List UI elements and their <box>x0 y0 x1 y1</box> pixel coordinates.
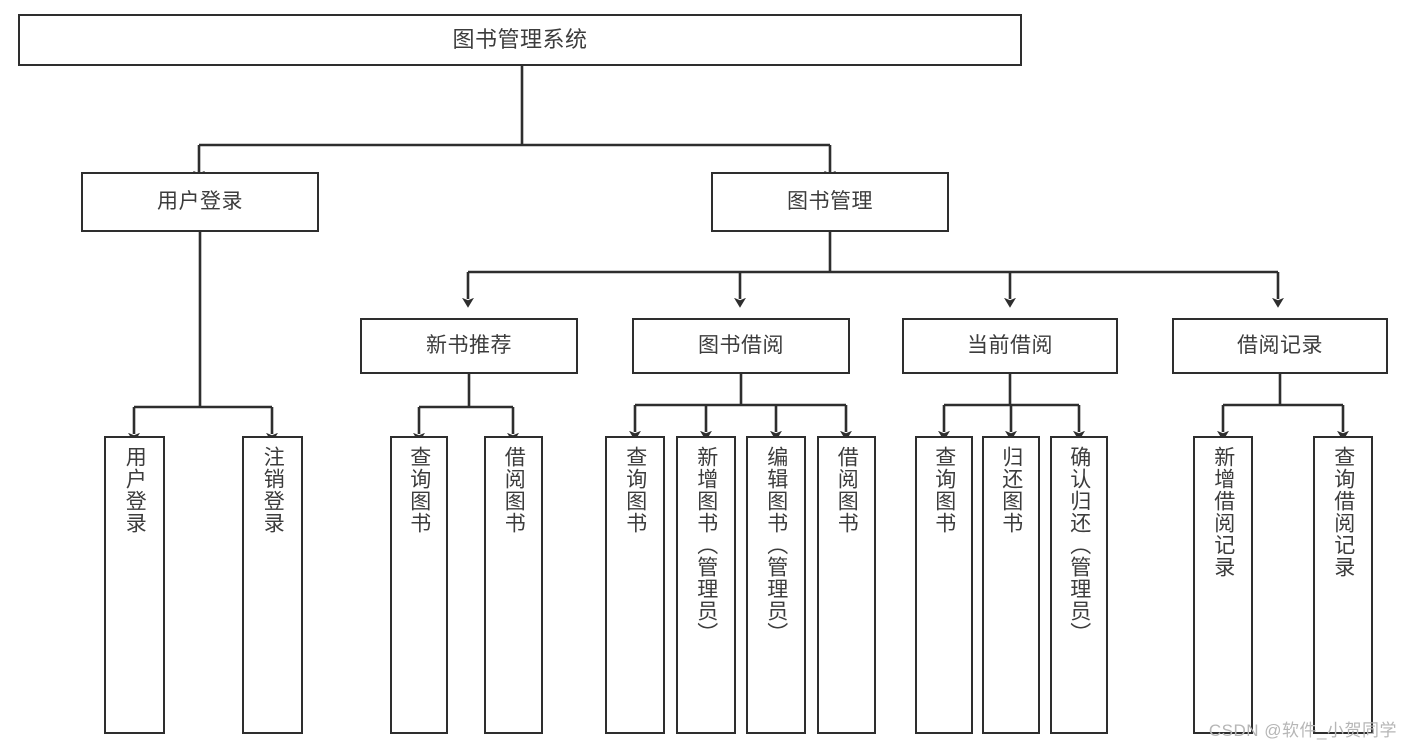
leaf-records-add-label: 新增借阅记录 <box>1211 446 1235 578</box>
leaf-user-login[interactable]: 用户登录 <box>104 436 165 734</box>
leaf-records-add[interactable]: 新增借阅记录 <box>1193 436 1253 734</box>
leaf-current-confirm-return[interactable]: 确认归还（管理员） <box>1050 436 1108 734</box>
node-book-management-label: 图书管理 <box>787 189 873 213</box>
leaf-borrow-edit-book-label: 编辑图书（管理员） <box>764 446 788 644</box>
node-user-login-label: 用户登录 <box>157 189 243 213</box>
leaf-borrow-borrow-book[interactable]: 借阅图书 <box>817 436 876 734</box>
node-root[interactable]: 图书管理系统 <box>18 14 1022 66</box>
node-book-management[interactable]: 图书管理 <box>711 172 949 232</box>
leaf-borrow-add-book-label: 新增图书（管理员） <box>694 446 718 644</box>
leaf-current-return[interactable]: 归还图书 <box>982 436 1040 734</box>
leaf-logout[interactable]: 注销登录 <box>242 436 303 734</box>
node-root-label: 图书管理系统 <box>452 27 588 53</box>
node-borrow-records[interactable]: 借阅记录 <box>1172 318 1388 374</box>
node-user-login[interactable]: 用户登录 <box>81 172 319 232</box>
leaf-logout-label: 注销登录 <box>261 446 285 534</box>
node-book-borrow[interactable]: 图书借阅 <box>632 318 850 374</box>
leaf-current-confirm-return-label: 确认归还（管理员） <box>1067 446 1091 644</box>
leaf-newbook-query-label: 查询图书 <box>407 446 431 534</box>
node-current-borrow-label: 当前借阅 <box>967 333 1053 357</box>
leaf-borrow-query-label: 查询图书 <box>623 446 647 534</box>
leaf-current-query[interactable]: 查询图书 <box>915 436 973 734</box>
leaf-newbook-query[interactable]: 查询图书 <box>390 436 448 734</box>
leaf-current-query-label: 查询图书 <box>932 446 956 534</box>
leaf-records-query-label: 查询借阅记录 <box>1331 446 1355 578</box>
leaf-borrow-edit-book[interactable]: 编辑图书（管理员） <box>746 436 806 734</box>
leaf-current-return-label: 归还图书 <box>999 446 1023 534</box>
node-new-book-recommend[interactable]: 新书推荐 <box>360 318 578 374</box>
connector-group <box>128 66 1349 443</box>
node-book-borrow-label: 图书借阅 <box>698 333 784 357</box>
leaf-borrow-add-book[interactable]: 新增图书（管理员） <box>676 436 736 734</box>
leaf-newbook-borrow-label: 借阅图书 <box>502 446 526 534</box>
node-new-book-recommend-label: 新书推荐 <box>426 333 512 357</box>
leaf-borrow-query[interactable]: 查询图书 <box>605 436 665 734</box>
node-current-borrow[interactable]: 当前借阅 <box>902 318 1118 374</box>
leaf-records-query[interactable]: 查询借阅记录 <box>1313 436 1373 734</box>
node-borrow-records-label: 借阅记录 <box>1237 333 1323 357</box>
leaf-newbook-borrow[interactable]: 借阅图书 <box>484 436 543 734</box>
leaf-user-login-label: 用户登录 <box>123 446 147 534</box>
leaf-borrow-borrow-book-label: 借阅图书 <box>835 446 859 534</box>
